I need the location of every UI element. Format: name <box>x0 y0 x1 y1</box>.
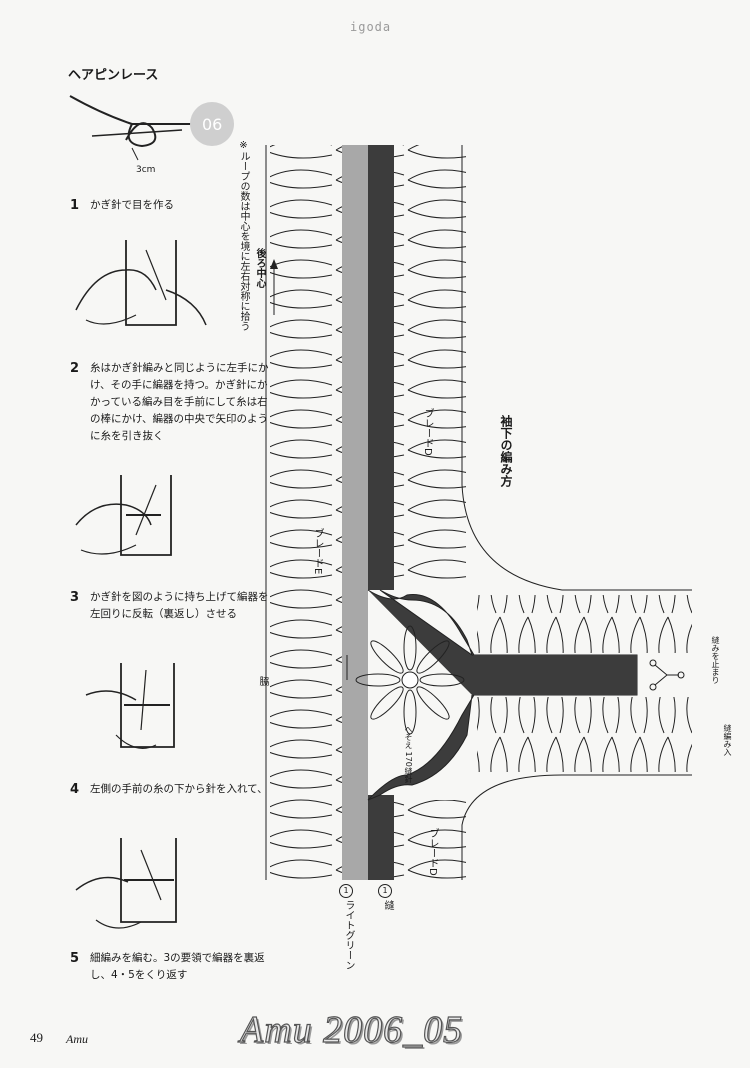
illustration-step-2 <box>75 240 207 326</box>
braid-d-band-bottom <box>368 795 394 880</box>
join-note: 縫みを止まり <box>711 636 720 684</box>
braid-d-top-label: ブレードD <box>422 408 433 456</box>
step-4-text: 左側の手前の糸の下から針を入れて、 <box>90 783 268 795</box>
sleeve-loops-lower <box>477 697 692 772</box>
illustration-loop-start: 06 <box>69 95 234 161</box>
illustration-step-5 <box>75 838 177 929</box>
braid-d-band-top <box>368 145 394 590</box>
symmetry-note: ※ループの数は中心を境に左右対称に拾う <box>238 140 249 331</box>
step-2-text: 糸はかぎ針編みと同じように左手にかけ、その手に編器を持つ。かぎ針にかかっている編… <box>90 362 269 442</box>
circle-number-1-left: 1 <box>339 884 353 898</box>
step-1-text: かぎ針で目を作る <box>90 199 174 211</box>
left-loop-column <box>270 145 342 880</box>
right-loop-column-top <box>394 145 466 585</box>
color-note: へそえ 170縫針 <box>404 725 413 783</box>
svg-text:06: 06 <box>202 115 222 134</box>
sleeve-join-diagram <box>265 145 692 880</box>
sleeve-outline-top <box>461 145 692 591</box>
sleeve-loops-upper <box>477 595 692 653</box>
center-flower-motif <box>355 625 465 735</box>
illustration-step-4 <box>85 663 175 749</box>
illustration-step-3 <box>75 475 172 556</box>
color-light-green-label: ライトグリーン <box>343 900 354 970</box>
step-3-number: 3 <box>70 590 80 605</box>
join-label: 縫編み入 <box>723 724 732 756</box>
seam-label: 縫 <box>382 900 393 910</box>
sleeve-outline-bottom <box>461 774 692 880</box>
side-label: 脇 <box>257 676 268 686</box>
site-watermark: igoda <box>350 20 392 34</box>
join-motif <box>649 659 685 691</box>
dimension-label-3cm: 3cm <box>136 165 156 175</box>
step-3-text: かぎ針を図のように持ち上げて編器を左回りに反転（裏返し）させる <box>90 591 269 620</box>
section-title: ヘアピンレース <box>68 68 159 83</box>
circle-number-1-right: 1 <box>378 884 392 898</box>
right-loop-column-bottom <box>394 800 466 880</box>
issue-watermark: Amu 2006_05 <box>239 1008 464 1051</box>
magazine-name: Amu <box>66 1032 88 1046</box>
braid-d-bottom-label: ブレードD <box>427 828 438 876</box>
step-1-number: 1 <box>70 198 80 213</box>
braid-e-label: ブレードE <box>312 528 323 575</box>
braid-e-band <box>342 145 368 880</box>
page-number: 49 <box>30 1030 43 1045</box>
sleeve-title: 袖下の編み方 <box>499 415 513 487</box>
step-5-number: 5 <box>70 951 80 966</box>
step-2-number: 2 <box>70 361 80 376</box>
back-center-label: 後ろ中心 <box>254 248 265 288</box>
step-4-number: 4 <box>70 782 80 797</box>
underarm-braid-band <box>474 655 637 695</box>
step-5-text: 細編みを編む。3の要領で編器を裏返し、4・5をくり返す <box>90 952 265 981</box>
